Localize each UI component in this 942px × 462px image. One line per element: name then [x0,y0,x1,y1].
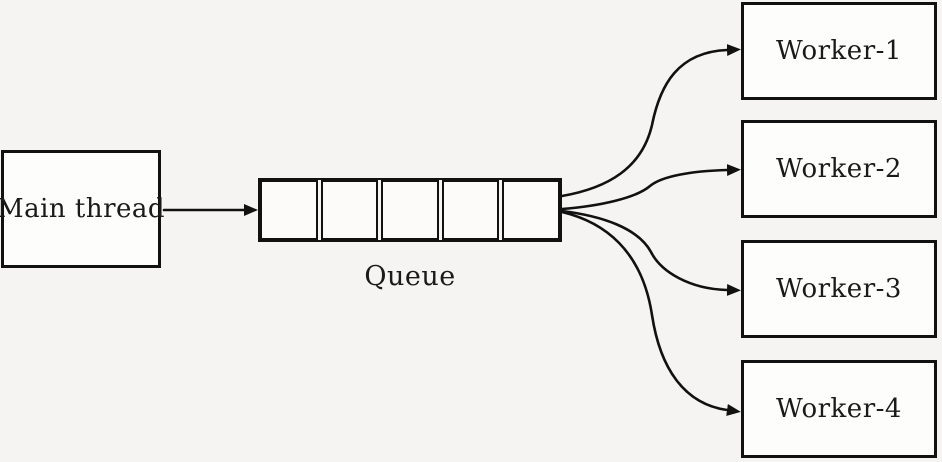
queue-box [258,178,562,242]
worker-box-2: Worker-2 [741,120,937,218]
arrow-queue-to-worker-2 [560,164,741,211]
worker-box-1: Worker-1 [741,2,937,100]
worker-box-3: Worker-3 [741,240,937,338]
worker-1-label: Worker-1 [776,36,902,66]
queue-cell-4 [441,180,500,240]
main-thread-box: Main thread [0,150,165,268]
worker-3-label: Worker-3 [776,274,902,304]
queue-cell-2 [320,180,379,240]
arrow-queue-to-worker-4 [560,210,741,416]
worker-4-label: Worker-4 [776,394,902,424]
main-thread-label: Main thread [0,194,166,224]
queue-cell-5 [502,180,560,240]
worker-2-label: Worker-2 [776,154,902,184]
queue-cell-3 [381,180,439,240]
arrow-queue-to-worker-3 [560,209,741,296]
queue-label: Queue [364,261,456,292]
arrow-queue-to-worker-1 [560,44,741,198]
queue-cell-1 [260,180,318,240]
worker-box-4: Worker-4 [741,360,937,458]
